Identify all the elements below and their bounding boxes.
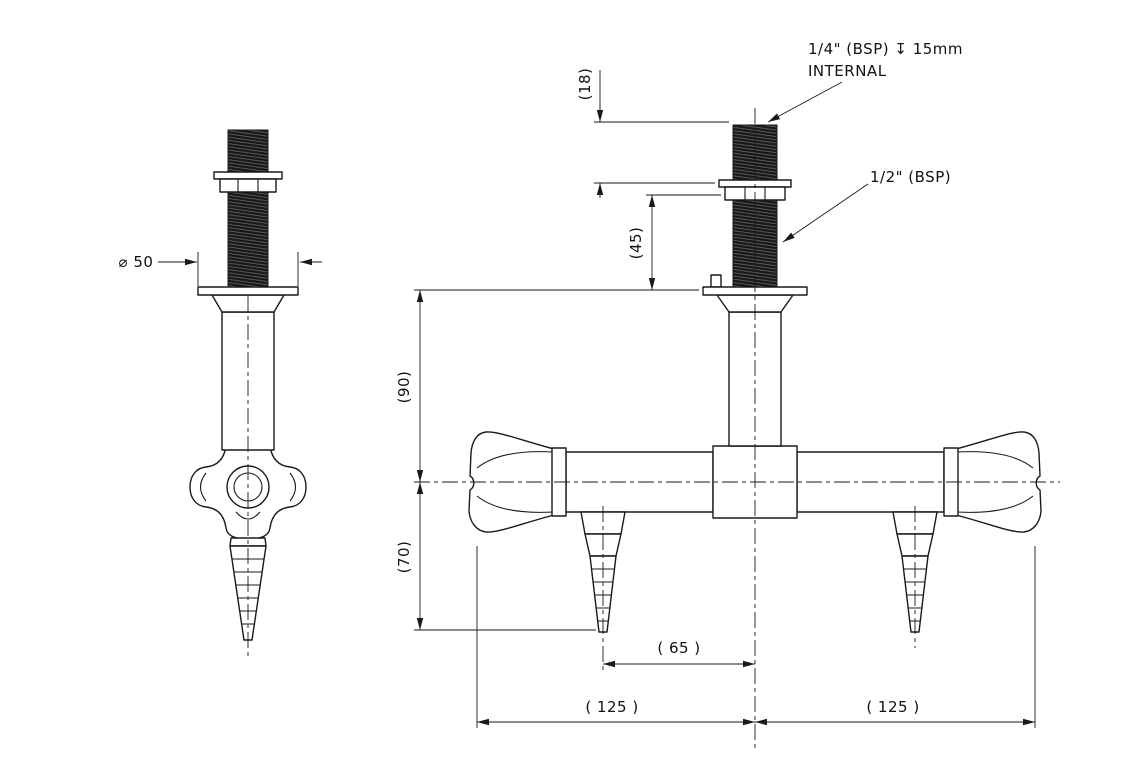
dim-18: (18) (576, 68, 729, 198)
top-thread-label-line2: INTERNAL (808, 62, 887, 80)
top-thread-label-line1: 1/4" (BSP) ↧ 15mm (808, 40, 963, 58)
dim-125-right: ( 125 ) (755, 546, 1036, 728)
dim-90: (90) (395, 289, 699, 482)
flange-pin (710, 274, 722, 288)
side-thread-lower (227, 190, 269, 288)
dim-65: ( 65 ) (603, 639, 755, 668)
dim-65-label: ( 65 ) (657, 639, 700, 657)
side-locknut (219, 178, 277, 193)
annotation-side-thread: 1/2" (BSP) (782, 168, 951, 243)
side-flange-disc (197, 286, 299, 296)
dim-125-right-label: ( 125 ) (866, 698, 919, 716)
dim-45-label: (45) (627, 227, 645, 260)
dim-90-label: (90) (395, 371, 413, 404)
front-view: (18) (45) (90) (70) ( 65 ) (395, 40, 1060, 748)
side-washer (213, 171, 283, 180)
dim-70-label: (70) (395, 541, 413, 574)
side-view: ⌀ 50 (119, 129, 322, 656)
dim-18-label: (18) (576, 68, 594, 101)
dim-125-left-label: ( 125 ) (585, 698, 638, 716)
side-thread-upper (227, 129, 269, 174)
side-thread-label: 1/2" (BSP) (870, 168, 951, 186)
front-locknut-facets (744, 187, 766, 200)
handwheel-lobe-ribs (199, 472, 297, 520)
annotation-top-thread: 1/4" (BSP) ↧ 15mm INTERNAL (767, 40, 963, 123)
dim-45: (45) (627, 194, 721, 290)
dim-70: (70) (395, 482, 596, 631)
dim-diameter-50: ⌀ 50 (119, 252, 322, 286)
side-locknut-facets (237, 179, 259, 192)
dim-125-left: ( 125 ) (476, 546, 755, 728)
dim-diameter-50-label: ⌀ 50 (119, 253, 154, 271)
